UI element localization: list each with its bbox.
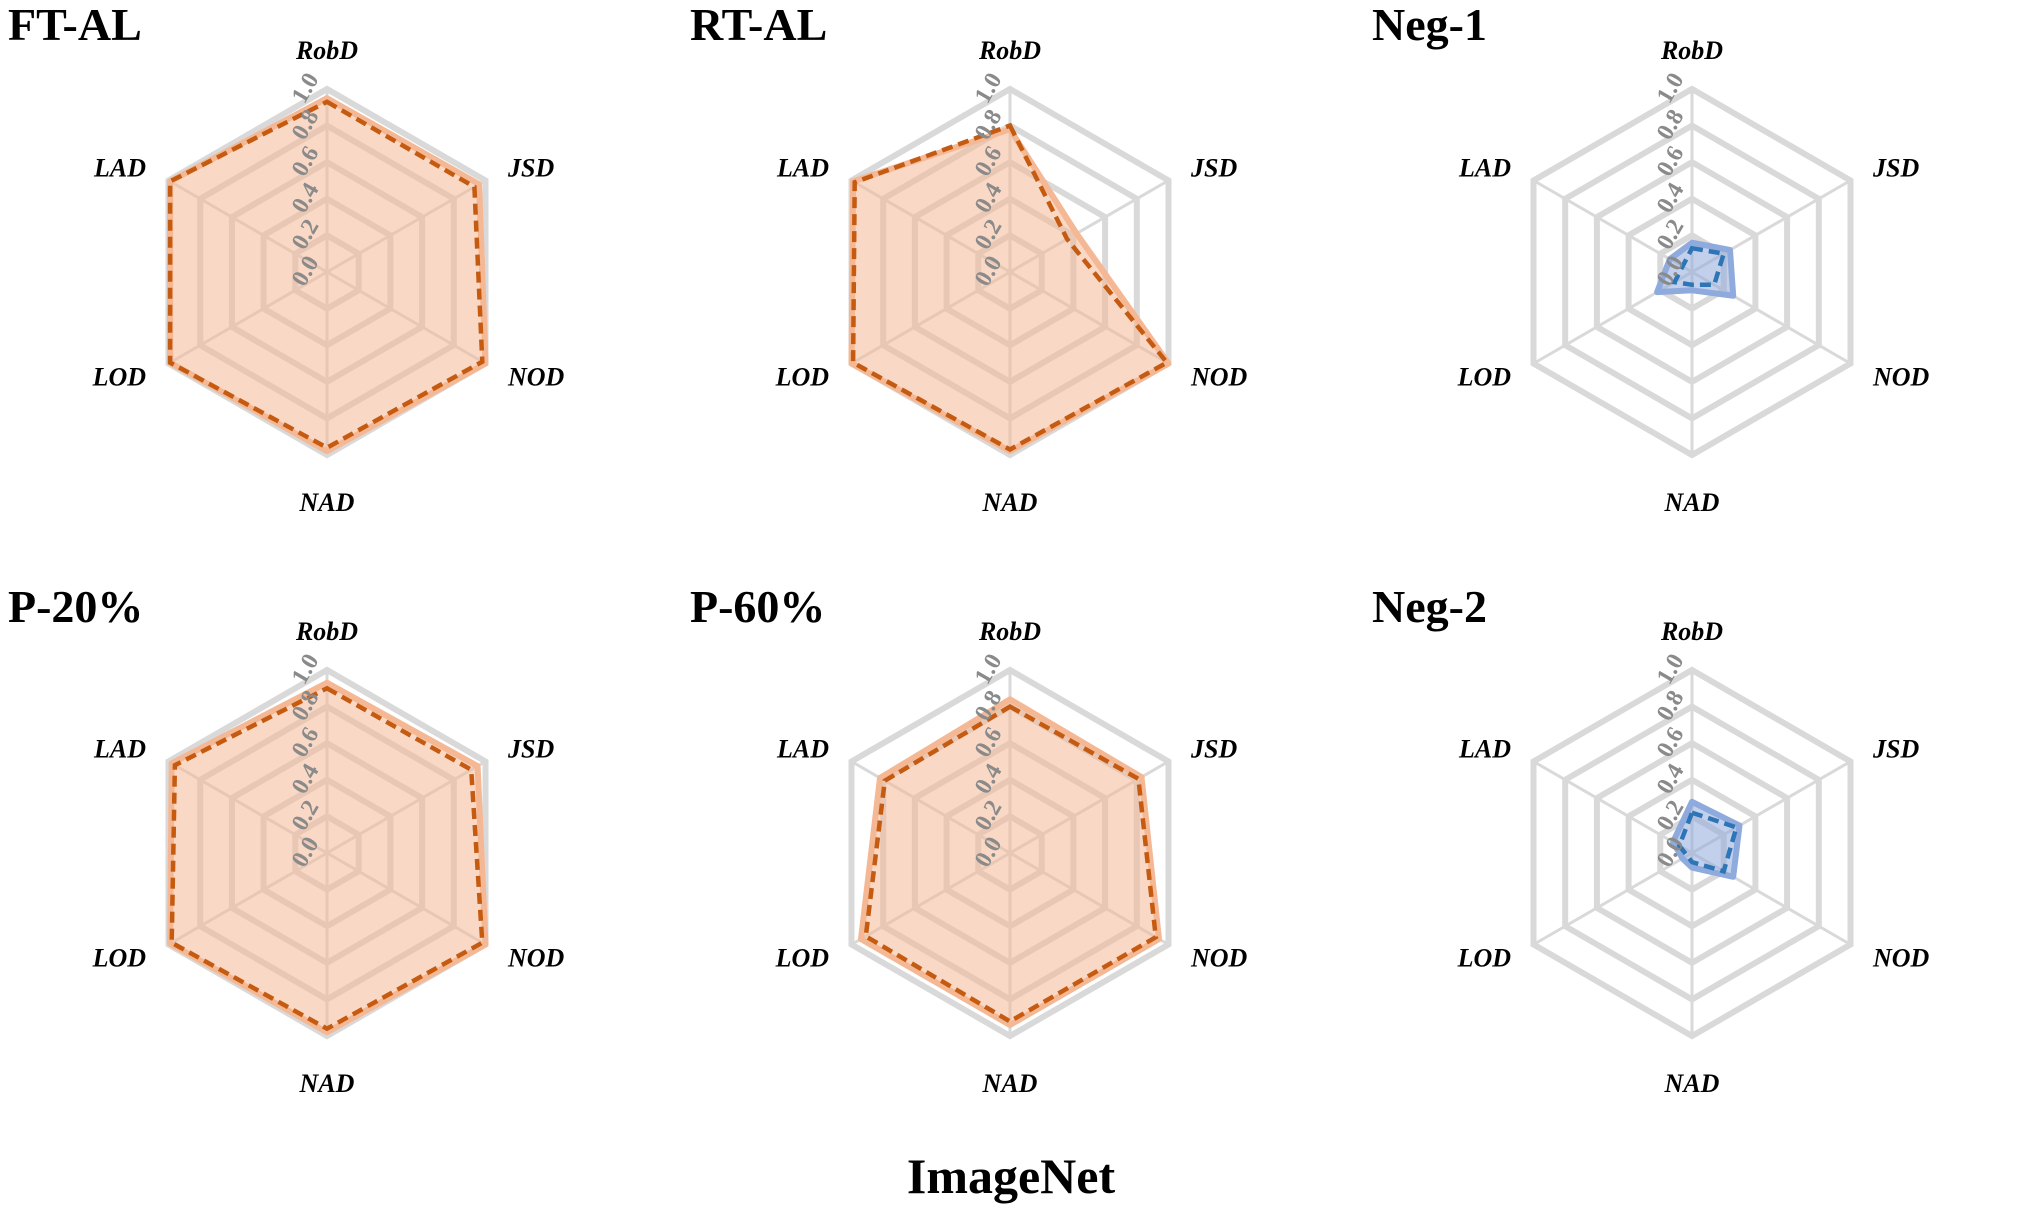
series-area [167,95,489,455]
axis-label-nad: NAD [299,488,355,517]
radar-panel-ft-al: FT-AL0.00.20.40.60.81.0RobDJSDNODNADLODL… [8,0,565,517]
series-dashed-line [863,704,1159,1025]
figure-caption: ImageNet [907,1148,1116,1204]
radar-panel-neg-1: Neg-10.00.20.40.60.81.0RobDJSDNODNADLODL… [1372,0,1930,517]
series-area [848,126,1172,455]
axis-label-nad: NAD [982,1069,1038,1098]
series-area [858,696,1162,1028]
tick-label: 1.0 [970,650,1008,689]
axis-label-nad: NAD [1664,488,1720,517]
panel-title: P-60% [690,581,825,632]
axis-label-nod: NOD [507,363,565,392]
axis-label-robd: RobD [978,36,1041,65]
panel-title: RT-AL [690,0,827,50]
axis-label-robd: RobD [295,36,358,65]
axis-label-lod: LOD [92,363,147,392]
axis-label-nad: NAD [1664,1069,1720,1098]
tick-label: 1.0 [1652,69,1690,108]
axis-label-lad: LAD [776,154,829,183]
series-dashed-line [1676,809,1740,875]
axis-label-lod: LOD [1457,944,1512,973]
tick-label: 1.0 [287,650,325,689]
panel-title: Neg-1 [1372,0,1487,50]
axis-label-jsd: JSD [507,154,554,183]
axis-label-lad: LAD [93,154,146,183]
axis-label-lod: LOD [1457,363,1512,392]
series-dashed-line [1671,245,1727,288]
axis-label-robd: RobD [978,617,1041,646]
axis-label-lad: LAD [93,735,146,764]
axis-label-nad: NAD [299,1069,355,1098]
axis-label-lad: LAD [776,735,829,764]
grid-spoke [1532,851,1693,946]
axis-label-lod: LOD [775,363,830,392]
grid-spoke [1532,179,1693,274]
axis-label-jsd: JSD [507,735,554,764]
axis-label-nod: NOD [1190,363,1248,392]
axis-label-lod: LOD [92,944,147,973]
axis-label-nad: NAD [982,488,1038,517]
panel-title: FT-AL [8,0,142,50]
grid-spoke [1532,760,1693,855]
axis-label-robd: RobD [295,617,358,646]
radar-panel-p-60-: P-60%0.00.20.40.60.81.0RobDJSDNODNADLODL… [690,581,1248,1098]
radar-panel-p-20-: P-20%0.00.20.40.60.81.0RobDJSDNODNADLODL… [8,581,565,1098]
axis-label-nod: NOD [1190,944,1248,973]
axis-label-jsd: JSD [1872,735,1919,764]
series-dashed-line [167,99,485,451]
radar-panel-rt-al: RT-AL0.00.20.40.60.81.0RobDJSDNODNADLODL… [690,0,1248,517]
series-area [167,679,489,1036]
axis-label-nod: NOD [507,944,565,973]
panel-title: Neg-2 [1372,581,1487,632]
axis-label-nod: NOD [1872,944,1930,973]
axis-label-nod: NOD [1872,363,1930,392]
axis-label-jsd: JSD [1872,154,1919,183]
series-dashed-line [169,685,485,1032]
axis-label-jsd: JSD [1190,154,1237,183]
tick-label: 1.0 [1652,650,1690,689]
axis-label-jsd: JSD [1190,735,1237,764]
panel-title: P-20% [8,581,143,632]
axis-label-robd: RobD [1660,36,1723,65]
axis-label-lod: LOD [775,944,830,973]
tick-label: 1.0 [970,69,1008,108]
axis-label-robd: RobD [1660,617,1723,646]
series-dashed-line [850,122,1171,453]
axis-label-lad: LAD [1458,735,1511,764]
radar-panel-neg-2: Neg-20.00.20.40.60.81.0RobDJSDNODNADLODL… [1372,581,1930,1098]
axis-label-lad: LAD [1458,154,1511,183]
